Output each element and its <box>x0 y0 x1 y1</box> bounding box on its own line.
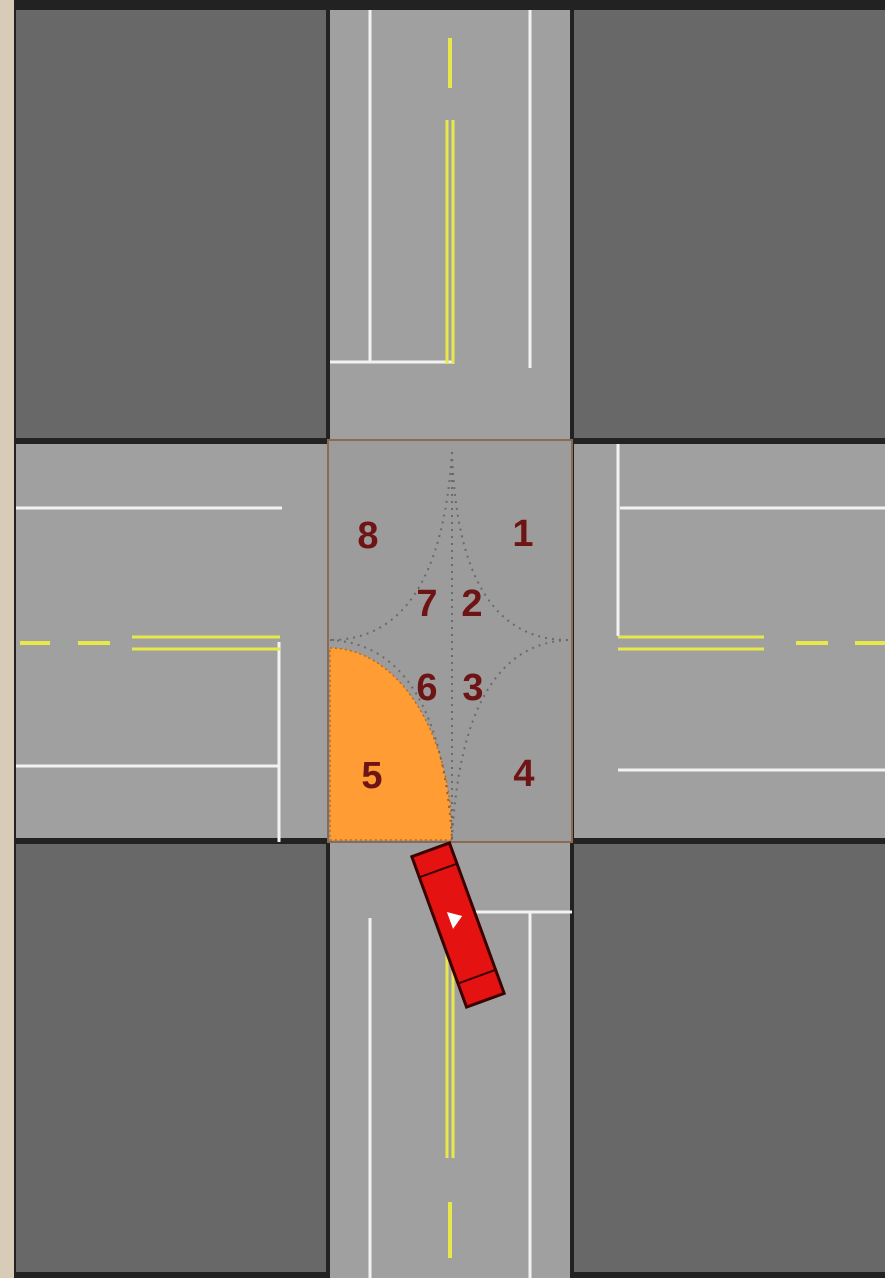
zone-label-6: 6 <box>416 667 437 709</box>
zone-label-5: 5 <box>361 755 382 797</box>
zone-label-7: 7 <box>416 583 437 625</box>
zone-label-1: 1 <box>512 513 533 555</box>
zone-label-3: 3 <box>462 667 483 709</box>
zone-label-4: 4 <box>513 753 534 795</box>
zone-label-8: 8 <box>357 515 378 557</box>
block-se <box>574 844 885 1272</box>
zone-label-2: 2 <box>461 583 482 625</box>
block-sw <box>16 844 326 1272</box>
road-west <box>16 444 328 838</box>
road-east <box>574 444 885 838</box>
block-nw <box>16 10 326 438</box>
block-ne <box>574 10 885 438</box>
